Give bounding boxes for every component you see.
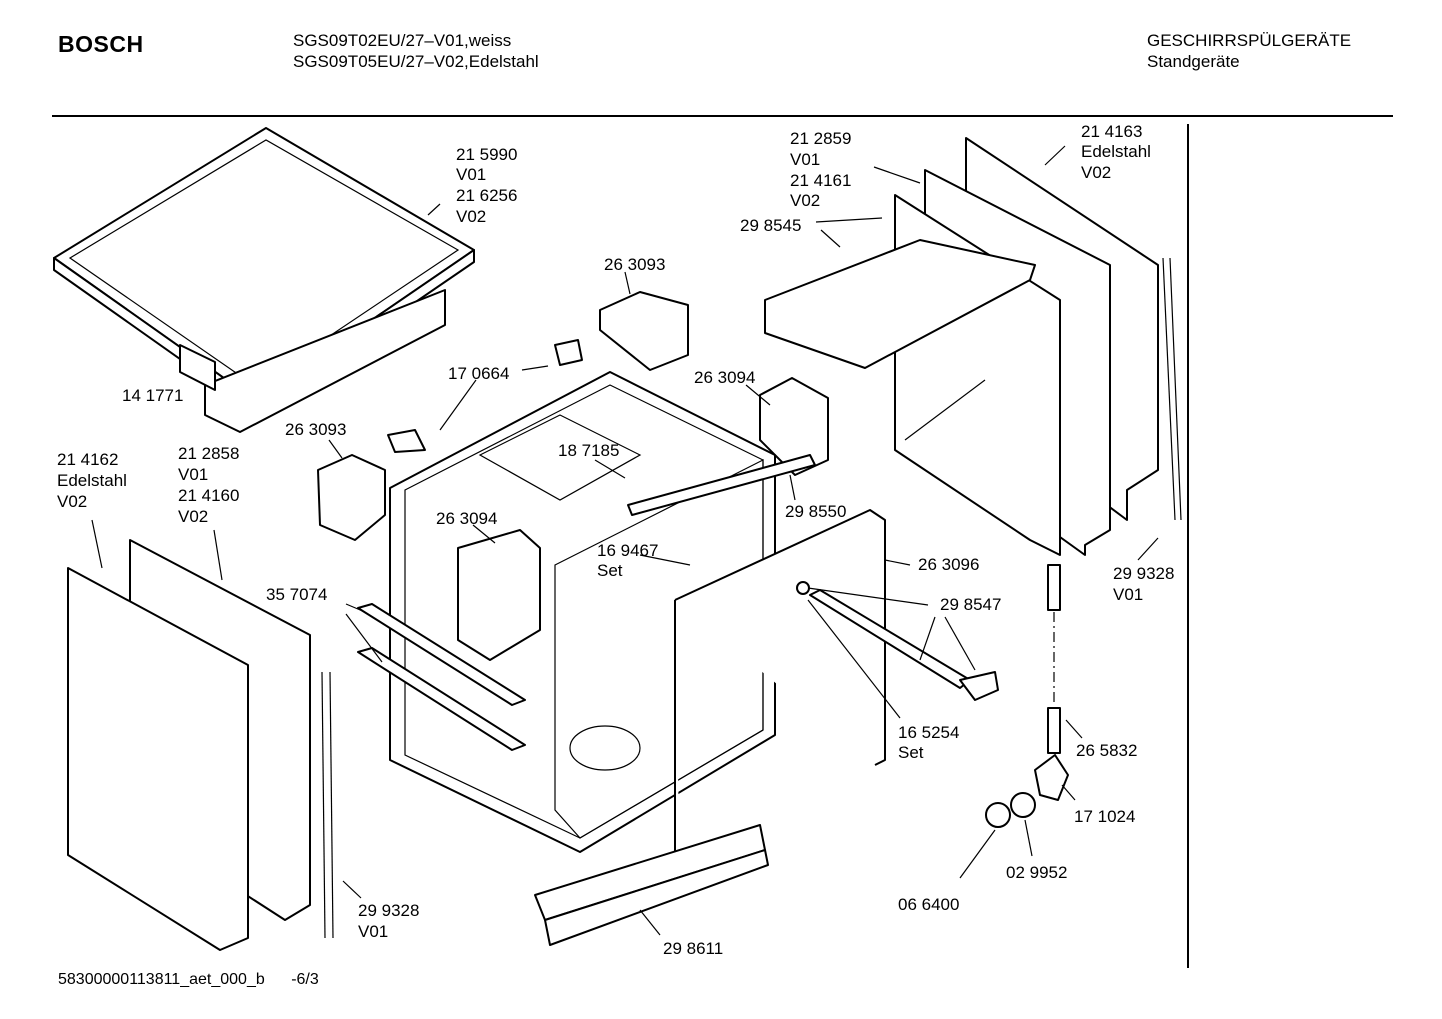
part-label: 29 8550 (785, 502, 846, 521)
footer: 58300000113811_aet_000_b -6/3 (58, 971, 341, 989)
part-label: 29 8611 (663, 939, 723, 958)
plumbing-part (985, 564, 1069, 828)
part-label: 18 7185 (558, 441, 619, 460)
clip-top-part (599, 291, 689, 371)
part-label: 16 5254 Set (898, 723, 964, 762)
part-label: 21 5990 V01 21 6256 V02 (456, 145, 522, 226)
category-title: GESCHIRRSPÜLGERÄTE (1147, 31, 1352, 50)
part-label: 06 6400 (898, 895, 959, 914)
part-label: 29 9328 V01 (358, 901, 424, 941)
model-list: SGS09T02EU/27–V01,weiss SGS09T05EU/27–V0… (293, 30, 539, 72)
part-label: 26 3094 (436, 509, 497, 528)
part-label: 26 5832 (1076, 741, 1137, 760)
part-label: 29 8547 (940, 595, 1001, 614)
part-label: 21 4162 Edelstahl V02 (57, 450, 132, 511)
worktop-part (53, 127, 475, 433)
part-label: 26 3093 (604, 255, 665, 274)
part-label: 16 9467 Set (597, 541, 663, 580)
part-label: 17 0664 (448, 364, 509, 383)
model-line: SGS09T02EU/27–V01,weiss (293, 31, 512, 50)
part-label: 29 9328 V01 (1113, 564, 1179, 604)
rails-part (357, 454, 816, 751)
right-panels-part (764, 137, 1182, 556)
brand-logo: BOSCH (58, 31, 144, 57)
part-label: 14 1771 (122, 386, 183, 405)
part-label: 29 8545 (740, 216, 801, 235)
clip-left-part (317, 454, 386, 541)
plinth-part (534, 824, 769, 946)
part-label: 26 3096 (918, 555, 979, 574)
part-label: 17 1024 (1074, 807, 1135, 826)
cover-right-part (759, 377, 829, 476)
page-number: -6/3 (291, 971, 319, 988)
category-subtitle: Standgeräte (1147, 52, 1240, 71)
part-label: 35 7074 (266, 585, 327, 604)
document-id: 58300000113811_aet_000_b (58, 971, 265, 988)
category: GESCHIRRSPÜLGERÄTE Standgeräte (1147, 30, 1351, 72)
part-label: 26 3093 (285, 420, 346, 439)
model-line: SGS09T05EU/27–V02,Edelstahl (293, 52, 539, 71)
part-label: 21 4163 Edelstahl V02 (1081, 122, 1156, 182)
hinge-arm-part (796, 581, 999, 701)
part-label: 21 2859 V01 21 4161 V02 (790, 129, 856, 210)
left-panels-part (67, 539, 334, 951)
part-label: 26 3094 (694, 368, 755, 387)
leader-lines (91, 145, 1159, 936)
part-label: 02 9952 (1006, 863, 1067, 882)
part-label: 21 2858 V01 21 4160 V02 (178, 444, 244, 526)
hinge-bracket-part (387, 339, 583, 453)
